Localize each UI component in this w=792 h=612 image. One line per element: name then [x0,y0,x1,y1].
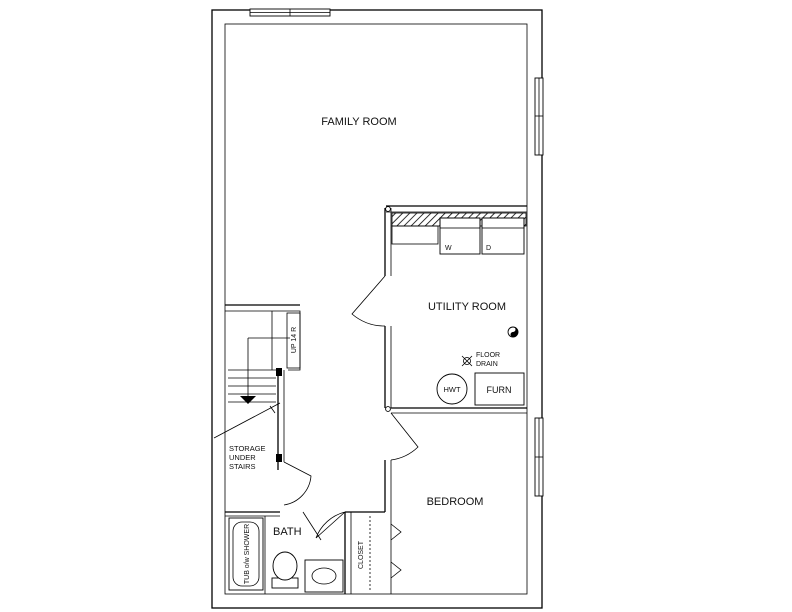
toilet-bowl [272,551,298,581]
dryer [481,217,525,255]
furnace [474,372,525,406]
bath-fixtures [228,517,344,593]
sink [311,567,337,585]
closet-label: CLOSET [358,540,365,569]
exterior-walls [211,9,543,609]
stairs-up-label: UP 14 R [291,327,298,353]
family-room-label: FAMILY ROOM [321,116,396,128]
stairs [213,312,301,439]
hot-water-tank-label: HWT [443,385,460,394]
bedroom-label: BEDROOM [427,496,484,508]
storage-label-line-3: STAIRS [229,462,256,471]
storage-label-line-1: STORAGE [229,444,266,453]
tub-shower-label: TUB o/w SHOWER [244,524,251,584]
utility-room-label: UTILITY ROOM [428,301,506,313]
windows [249,8,544,497]
floor-drain-label-line-1: FLOOR [476,352,500,359]
vanity [304,559,344,593]
washer-label: W [445,245,452,252]
furnace-label: FURN [487,385,512,395]
floor-drain-label-line-2: DRAIN [476,361,498,368]
floor-drain-icon [461,355,473,367]
sump-pump-icon [507,326,519,338]
bath-label: BATH [273,526,302,538]
interior-walls [225,205,527,594]
doors [283,275,419,579]
washer [439,217,481,255]
storage-label-line-2: UNDER [229,453,256,462]
hot-water-tank [436,373,468,405]
bathtub [228,517,264,591]
laundry-area [391,212,527,255]
dryer-label: D [486,245,491,252]
